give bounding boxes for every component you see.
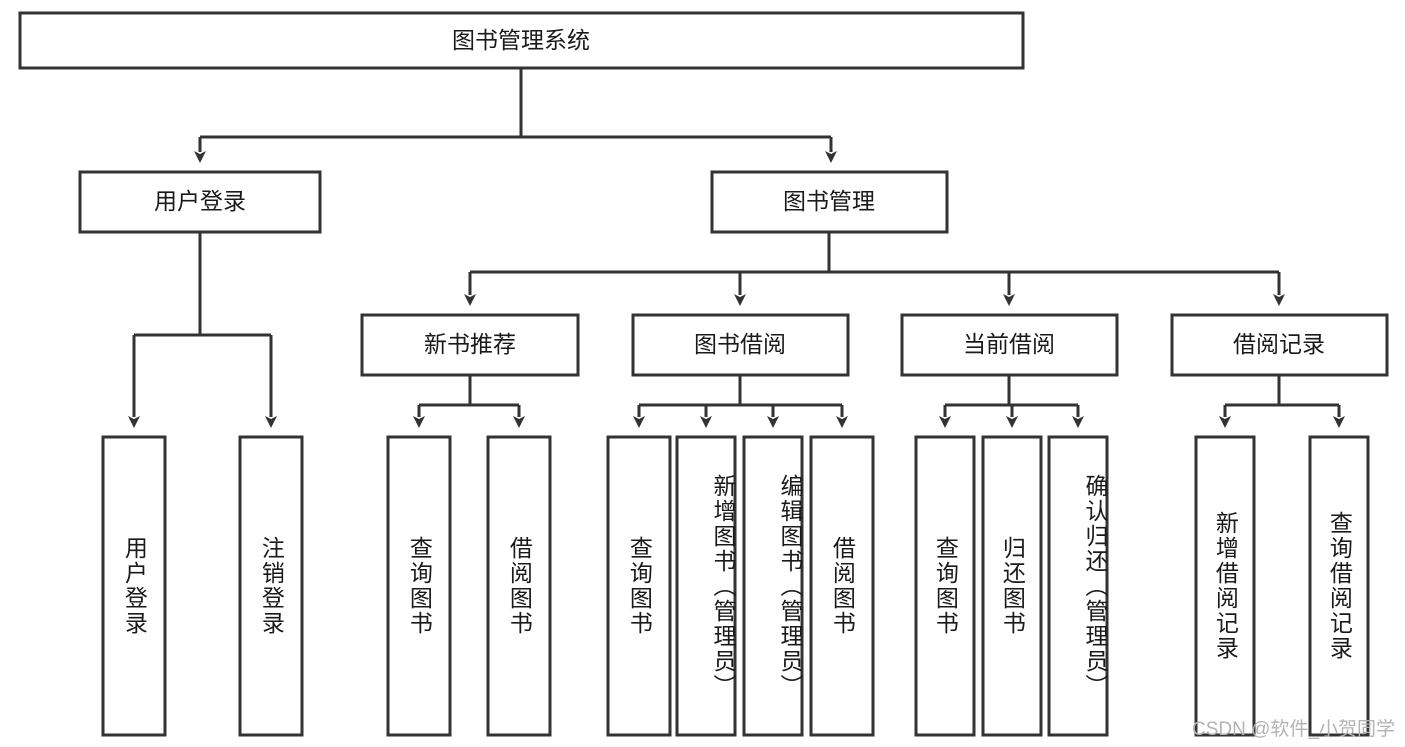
connector-currentborrow-to-leaves	[939, 375, 1084, 428]
node-leaf-query-book-2[interactable]	[606, 435, 672, 737]
node-book-manage[interactable]: 图书管理	[710, 170, 949, 234]
node-book-borrow-label: 图书借阅	[694, 331, 786, 357]
node-root-system[interactable]: 图书管理系统	[18, 11, 1025, 70]
connector-bookborrow-to-leaves	[633, 375, 848, 428]
node-leaf-return-book[interactable]	[981, 435, 1043, 737]
node-leaf-borrow-book-2[interactable]	[809, 435, 875, 737]
connector-borrowrecords-to-leaves	[1219, 375, 1345, 428]
node-root-system-label: 图书管理系统	[452, 27, 590, 53]
node-leaf-edit-book[interactable]	[742, 435, 804, 737]
connector-bookmanage-to-level3	[464, 232, 1285, 306]
node-leaf-user-login[interactable]	[101, 435, 167, 737]
node-leaf-user-logout[interactable]	[238, 435, 304, 737]
connector-newbookrec-to-leaves	[413, 375, 525, 428]
connector-root-to-level2	[194, 68, 837, 163]
node-leaf-query-record[interactable]	[1308, 435, 1370, 737]
connector-userlogin-to-leaves	[128, 232, 277, 428]
node-leaf-query-book-1[interactable]	[386, 435, 452, 737]
node-borrow-records-label: 借阅记录	[1233, 331, 1325, 357]
node-book-borrow[interactable]: 图书借阅	[631, 313, 850, 377]
node-leaf-confirm-return[interactable]	[1047, 435, 1109, 737]
node-user-login[interactable]: 用户登录	[78, 170, 322, 234]
node-leaf-borrow-book-1[interactable]	[486, 435, 552, 737]
node-new-book-rec-label: 新书推荐	[424, 331, 516, 357]
node-book-manage-label: 图书管理	[783, 188, 875, 214]
node-user-login-label: 用户登录	[154, 188, 246, 214]
node-new-book-rec[interactable]: 新书推荐	[360, 313, 580, 377]
node-current-borrow-label: 当前借阅	[963, 331, 1055, 357]
node-leaf-add-record[interactable]	[1194, 435, 1256, 737]
node-leaf-query-book-3[interactable]	[914, 435, 976, 737]
node-borrow-records[interactable]: 借阅记录	[1170, 313, 1389, 377]
node-current-borrow[interactable]: 当前借阅	[900, 313, 1119, 377]
node-leaf-add-book[interactable]	[675, 435, 737, 737]
